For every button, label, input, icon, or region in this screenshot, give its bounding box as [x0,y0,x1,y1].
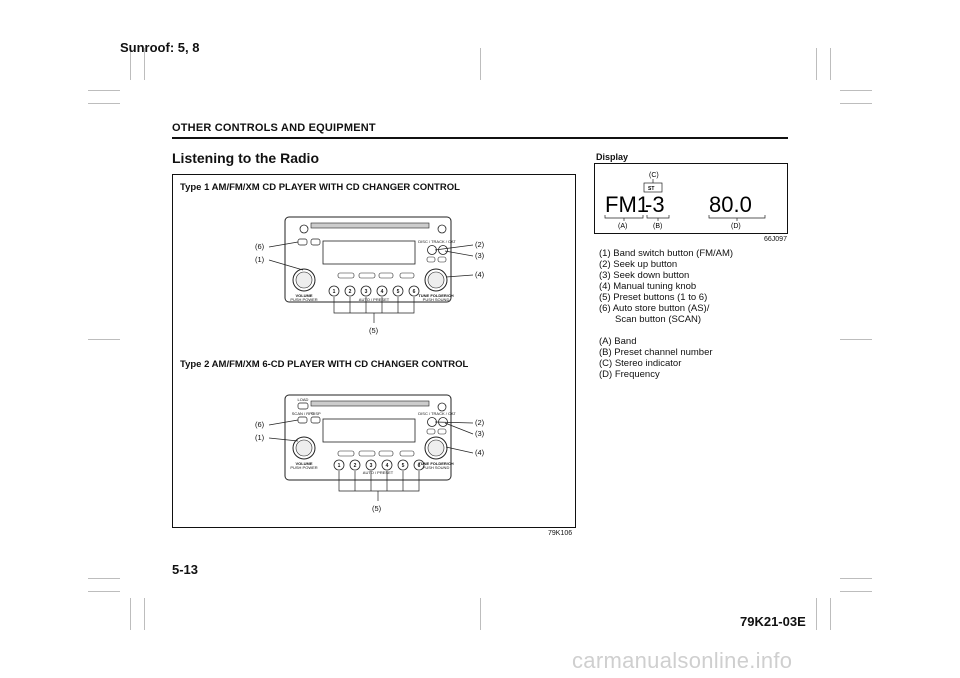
crop-mark [816,598,817,630]
callout-5: (5) [369,326,379,335]
crop-mark [88,90,120,91]
preset-label: 1 [338,463,341,469]
preset-label: 5 [397,289,400,295]
legend-item: (4) Manual tuning knob [599,281,697,292]
display-figure: (C) ST FM1 -3 80.0 (A) (B) (D) [594,163,788,234]
figure-code: 79K106 [548,530,573,537]
tune-label: TUNE FOLDER/CH [418,293,453,298]
callout-5: (5) [372,504,382,513]
label-a: (A) [618,223,627,230]
lcd-band: FM1 [605,192,649,217]
label-c: (C) [649,172,659,179]
callout-2: (2) [475,240,485,249]
callout-6: (6) [255,242,265,251]
disc-track-label: DISC / TRACK / CAT [418,239,456,244]
lcd-frequency: 80.0 [709,192,752,217]
volume-label: VOLUME [295,461,312,466]
callout-1: (1) [255,433,265,442]
crop-mark [88,591,120,592]
tune-label: TUNE FOLDER/CH [418,461,453,466]
crop-mark [840,591,872,592]
preset-label: 3 [370,463,373,469]
legend-list: (1) Band switch button (FM/AM) (2) Seek … [599,248,733,380]
callout-3: (3) [475,429,485,438]
sound-label: PUSH SOUND [423,465,450,470]
power-label: PUSH POWER [290,465,317,470]
page-number: 5-13 [172,562,199,577]
type1-caption: Type 1 AM/FM/XM CD PLAYER WITH CD CHANGE… [180,182,460,193]
legend-item: (B) Preset channel number [599,347,713,358]
label-b: (B) [653,223,662,230]
type2-caption: Type 2 AM/FM/XM 6-CD PLAYER WITH CD CHAN… [180,359,469,370]
crop-mark [144,48,145,80]
preset-label: 4 [386,463,389,469]
radio-figure: Type 1 AM/FM/XM CD PLAYER WITH CD CHANGE… [172,174,576,528]
preset-label: 4 [381,289,384,295]
stereo-indicator: ST [648,186,654,192]
sound-label: PUSH SOUND [423,297,450,302]
label-d: (D) [731,223,741,230]
crop-mark [840,90,872,91]
auto-preset-label: AUTO / PRESET [359,297,390,302]
crop-mark [840,578,872,579]
legend-item: (A) Band [599,336,637,347]
crop-mark [830,48,831,80]
lcd-preset: -3 [645,192,665,217]
legend-item: (D) Frequency [599,369,660,380]
doc-code: 79K21-03E [740,614,806,629]
watermark: carmanualsonline.info [572,648,793,673]
crop-mark [816,48,817,80]
section-divider [172,137,788,139]
preset-label: 2 [349,289,352,295]
legend-item: (6) Auto store button (AS)/ [599,303,710,314]
legend-item: Scan button (SCAN) [615,314,702,325]
crop-mark [88,103,120,104]
preset-label: 6 [413,289,416,295]
crop-mark [840,339,872,340]
power-label: PUSH POWER [290,297,317,302]
load-label: LOAD [298,397,309,402]
callout-2: (2) [475,418,485,427]
callout-4: (4) [475,270,485,279]
legend-item: (1) Band switch button (FM/AM) [599,248,734,259]
crop-mark [480,598,481,630]
radio-faceplate-2 [284,394,452,481]
display-heading: Display [596,152,629,162]
disp-label: DISP [311,411,321,416]
legend-item: (5) Preset buttons (1 to 6) [599,292,708,303]
top-note: Sunroof: 5, 8 [120,40,200,55]
lcd-diagram: (C) ST FM1 -3 80.0 (A) (B) (D) [604,172,766,230]
callout-1: (1) [255,255,265,264]
volume-label: VOLUME [295,293,312,298]
preset-buttons-1 [328,285,420,297]
crop-mark [88,339,120,340]
preset-buttons-2 [333,459,425,471]
crop-mark [88,578,120,579]
crop-mark [144,598,145,630]
scan-label: SCAN / RPT [292,411,315,416]
crop-mark [830,598,831,630]
legend-item: (C) Stereo indicator [599,358,682,369]
radio-faceplate-1 [284,216,452,303]
crop-mark [130,598,131,630]
preset-label: 3 [365,289,368,295]
callout-3: (3) [475,251,485,260]
preset-label: 2 [354,463,357,469]
legend-item: (2) Seek up button [599,259,678,270]
callout-4: (4) [475,448,485,457]
page-title: Listening to the Radio [172,150,319,166]
type1-radio-diagram: 1 2 3 4 5 6 VOLUME PUSH POWER TUNE FOLDE… [255,216,485,513]
callout-6: (6) [255,420,265,429]
legend-item: (3) Seek down button [599,270,690,281]
preset-label: 5 [402,463,405,469]
crop-mark [840,103,872,104]
preset-label: 6 [418,463,421,469]
crop-mark [480,48,481,80]
section-header: OTHER CONTROLS AND EQUIPMENT [172,122,376,134]
display-code: 66J097 [764,236,787,243]
auto-preset-label: AUTO / PRESET [363,470,394,475]
crop-mark [130,48,131,80]
preset-label: 1 [333,289,336,295]
disc-track-label: DISC / TRACK / CAT [418,411,456,416]
